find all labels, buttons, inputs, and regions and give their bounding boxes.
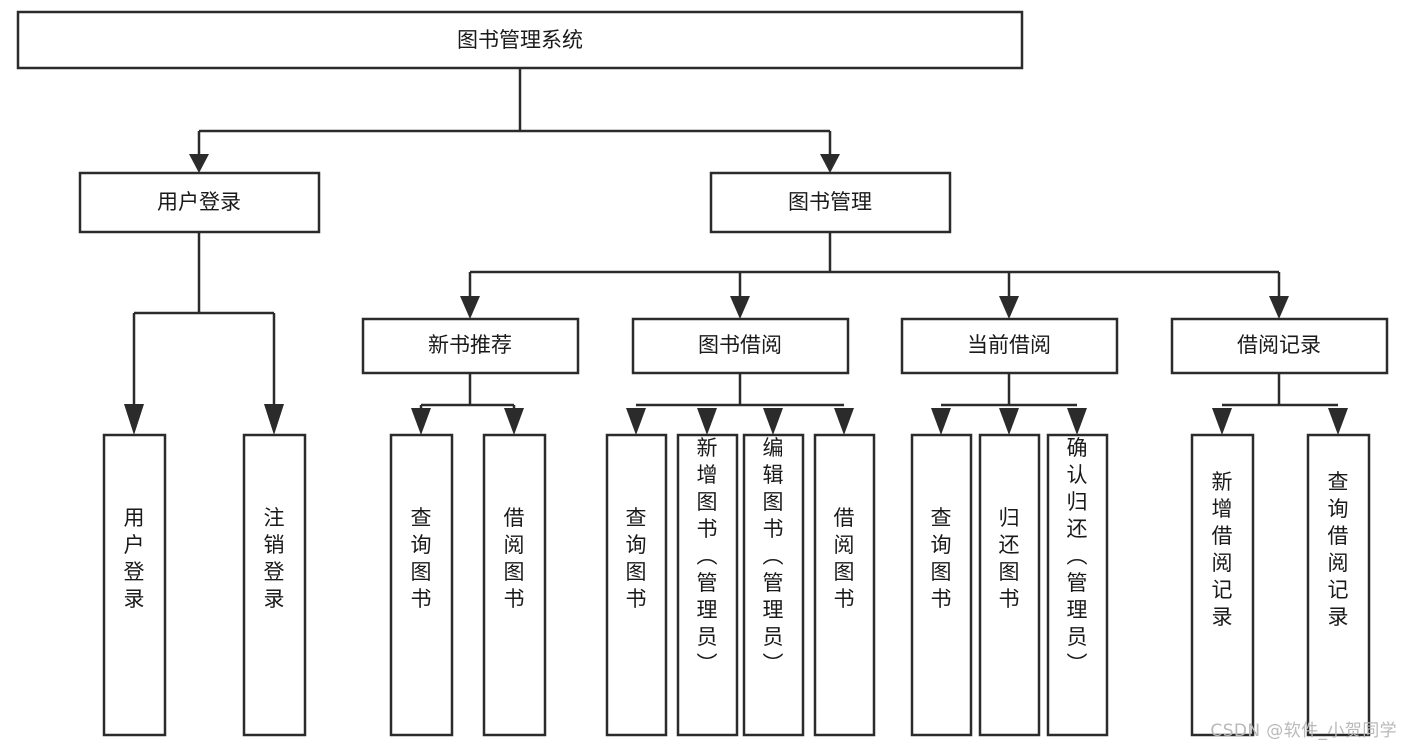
node-current-borrow[interactable]: 当前借阅 — [900, 317, 1119, 375]
node-leaf-add-book-admin-box[interactable] — [676, 433, 739, 737]
node-book-management[interactable]: 图书管理 — [709, 171, 952, 234]
node-user-login-box[interactable] — [78, 171, 321, 234]
arrow-head-borrow-leaf-3 — [763, 408, 783, 435]
node-new-book-recommend-box[interactable] — [361, 317, 580, 375]
node-leaf-query-borrow-record-box[interactable] — [1306, 433, 1371, 737]
node-leaf-return-book-label: 归还图书 — [999, 506, 1020, 611]
arrow-head-current-leaf-2 — [999, 408, 1019, 435]
node-leaf-borrow-book-1-box[interactable] — [482, 433, 547, 737]
node-leaf-confirm-return-admin-box[interactable] — [1046, 433, 1109, 737]
node-leaf-borrow-book-2-label: 借阅图书 — [834, 506, 855, 611]
node-leaf-borrow-book-1[interactable]: 借阅图书 — [482, 433, 547, 737]
node-leaf-edit-book-admin-box[interactable] — [742, 433, 805, 737]
arrow-head-current-leaf-3 — [1067, 408, 1087, 435]
connector-group-book-borrow — [626, 373, 854, 435]
arrow-head-book-child-2 — [730, 296, 750, 319]
node-user-login[interactable]: 用户登录 — [78, 171, 321, 234]
node-leaf-logout-label: 注销登录 — [264, 506, 285, 611]
connector-group-current-borrow — [931, 373, 1087, 435]
node-leaf-query-book-2-box[interactable] — [605, 433, 668, 737]
node-new-book-recommend-label: 新书推荐 — [428, 333, 512, 357]
arrow-head-book-child-1 — [460, 296, 480, 319]
connector-group-user-login — [124, 232, 284, 435]
node-leaf-edit-book-admin[interactable]: 编辑图书︵管理员︶ — [742, 433, 805, 737]
node-leaf-query-book-1-box[interactable] — [389, 433, 454, 737]
arrow-head-newbook-leaf-1 — [411, 408, 431, 435]
node-leaf-borrow-book-2[interactable]: 借阅图书 — [813, 433, 876, 737]
node-leaf-edit-book-admin-label: 编辑图书︵管理员︶ — [763, 436, 784, 676]
node-leaf-user-login[interactable]: 用户登录 — [102, 433, 167, 737]
node-leaf-borrow-book-1-label: 借阅图书 — [504, 506, 525, 611]
node-leaf-query-book-2[interactable]: 查询图书 — [605, 433, 668, 737]
node-root-system[interactable]: 图书管理系统 — [16, 10, 1024, 70]
connector-group-borrow-record — [1212, 373, 1348, 435]
node-borrow-record-label: 借阅记录 — [1237, 333, 1321, 357]
arrow-head-root-to-book — [820, 154, 840, 173]
node-root-system-box[interactable] — [16, 10, 1024, 70]
arrow-head-user-leaf-1 — [124, 404, 144, 435]
arrow-head-root-to-user — [189, 154, 209, 173]
node-leaf-return-book[interactable]: 归还图书 — [978, 433, 1041, 737]
node-book-borrow-box[interactable] — [631, 317, 850, 375]
node-leaf-add-borrow-record-box[interactable] — [1190, 433, 1255, 737]
node-book-borrow[interactable]: 图书借阅 — [631, 317, 850, 375]
node-leaf-query-book-2-label: 查询图书 — [626, 506, 647, 611]
node-leaf-user-login-label: 用户登录 — [124, 506, 145, 611]
node-book-management-box[interactable] — [709, 171, 952, 234]
node-leaf-user-login-box[interactable] — [102, 433, 167, 737]
node-leaf-query-book-3[interactable]: 查询图书 — [910, 433, 973, 737]
node-leaf-query-borrow-record[interactable]: 查询借阅记录 — [1306, 433, 1371, 737]
node-leaf-add-book-admin-label: 新增图书︵管理员︶ — [697, 436, 718, 676]
node-leaf-query-book-3-box[interactable] — [910, 433, 973, 737]
node-leaf-query-book-3-label: 查询图书 — [931, 506, 952, 611]
node-leaf-query-book-1[interactable]: 查询图书 — [389, 433, 454, 737]
node-leaf-add-book-admin[interactable]: 新增图书︵管理员︶ — [676, 433, 739, 737]
connector-group-new-books — [411, 373, 524, 435]
arrow-head-record-leaf-1 — [1212, 408, 1232, 435]
arrow-head-book-child-3 — [999, 296, 1019, 319]
node-leaf-query-borrow-record-label: 查询借阅记录 — [1328, 470, 1349, 629]
arrow-head-record-leaf-2 — [1328, 408, 1348, 435]
connector-group-book-manage — [460, 232, 1289, 319]
node-current-borrow-label: 当前借阅 — [967, 333, 1051, 357]
node-book-management-label: 图书管理 — [788, 190, 872, 214]
arrow-head-user-leaf-2 — [264, 404, 284, 435]
arrow-head-borrow-leaf-4 — [834, 408, 854, 435]
node-leaf-logout-box[interactable] — [242, 433, 307, 737]
node-leaf-return-book-box[interactable] — [978, 433, 1041, 737]
arrow-head-borrow-leaf-2 — [697, 408, 717, 435]
node-leaf-add-borrow-record-label: 新增借阅记录 — [1212, 470, 1233, 629]
node-leaf-logout[interactable]: 注销登录 — [242, 433, 307, 737]
node-borrow-record-box[interactable] — [1170, 317, 1389, 375]
node-current-borrow-box[interactable] — [900, 317, 1119, 375]
node-user-login-label: 用户登录 — [157, 190, 241, 214]
arrow-head-borrow-leaf-1 — [626, 408, 646, 435]
node-leaf-confirm-return-admin[interactable]: 确认归还︵管理员︶ — [1046, 433, 1109, 737]
arrow-head-current-leaf-1 — [931, 408, 951, 435]
node-book-borrow-label: 图书借阅 — [698, 333, 782, 357]
arrow-head-newbook-leaf-2 — [504, 408, 524, 435]
connector-group-root — [189, 68, 840, 173]
node-leaf-add-borrow-record[interactable]: 新增借阅记录 — [1190, 433, 1255, 737]
node-leaf-borrow-book-2-box[interactable] — [813, 433, 876, 737]
arrow-head-book-child-4 — [1269, 296, 1289, 319]
node-borrow-record[interactable]: 借阅记录 — [1170, 317, 1389, 375]
node-new-book-recommend[interactable]: 新书推荐 — [361, 317, 580, 375]
node-leaf-query-book-1-label: 查询图书 — [411, 506, 432, 611]
node-leaf-confirm-return-admin-label: 确认归还︵管理员︶ — [1067, 436, 1088, 676]
node-root-system-label: 图书管理系统 — [457, 28, 583, 52]
